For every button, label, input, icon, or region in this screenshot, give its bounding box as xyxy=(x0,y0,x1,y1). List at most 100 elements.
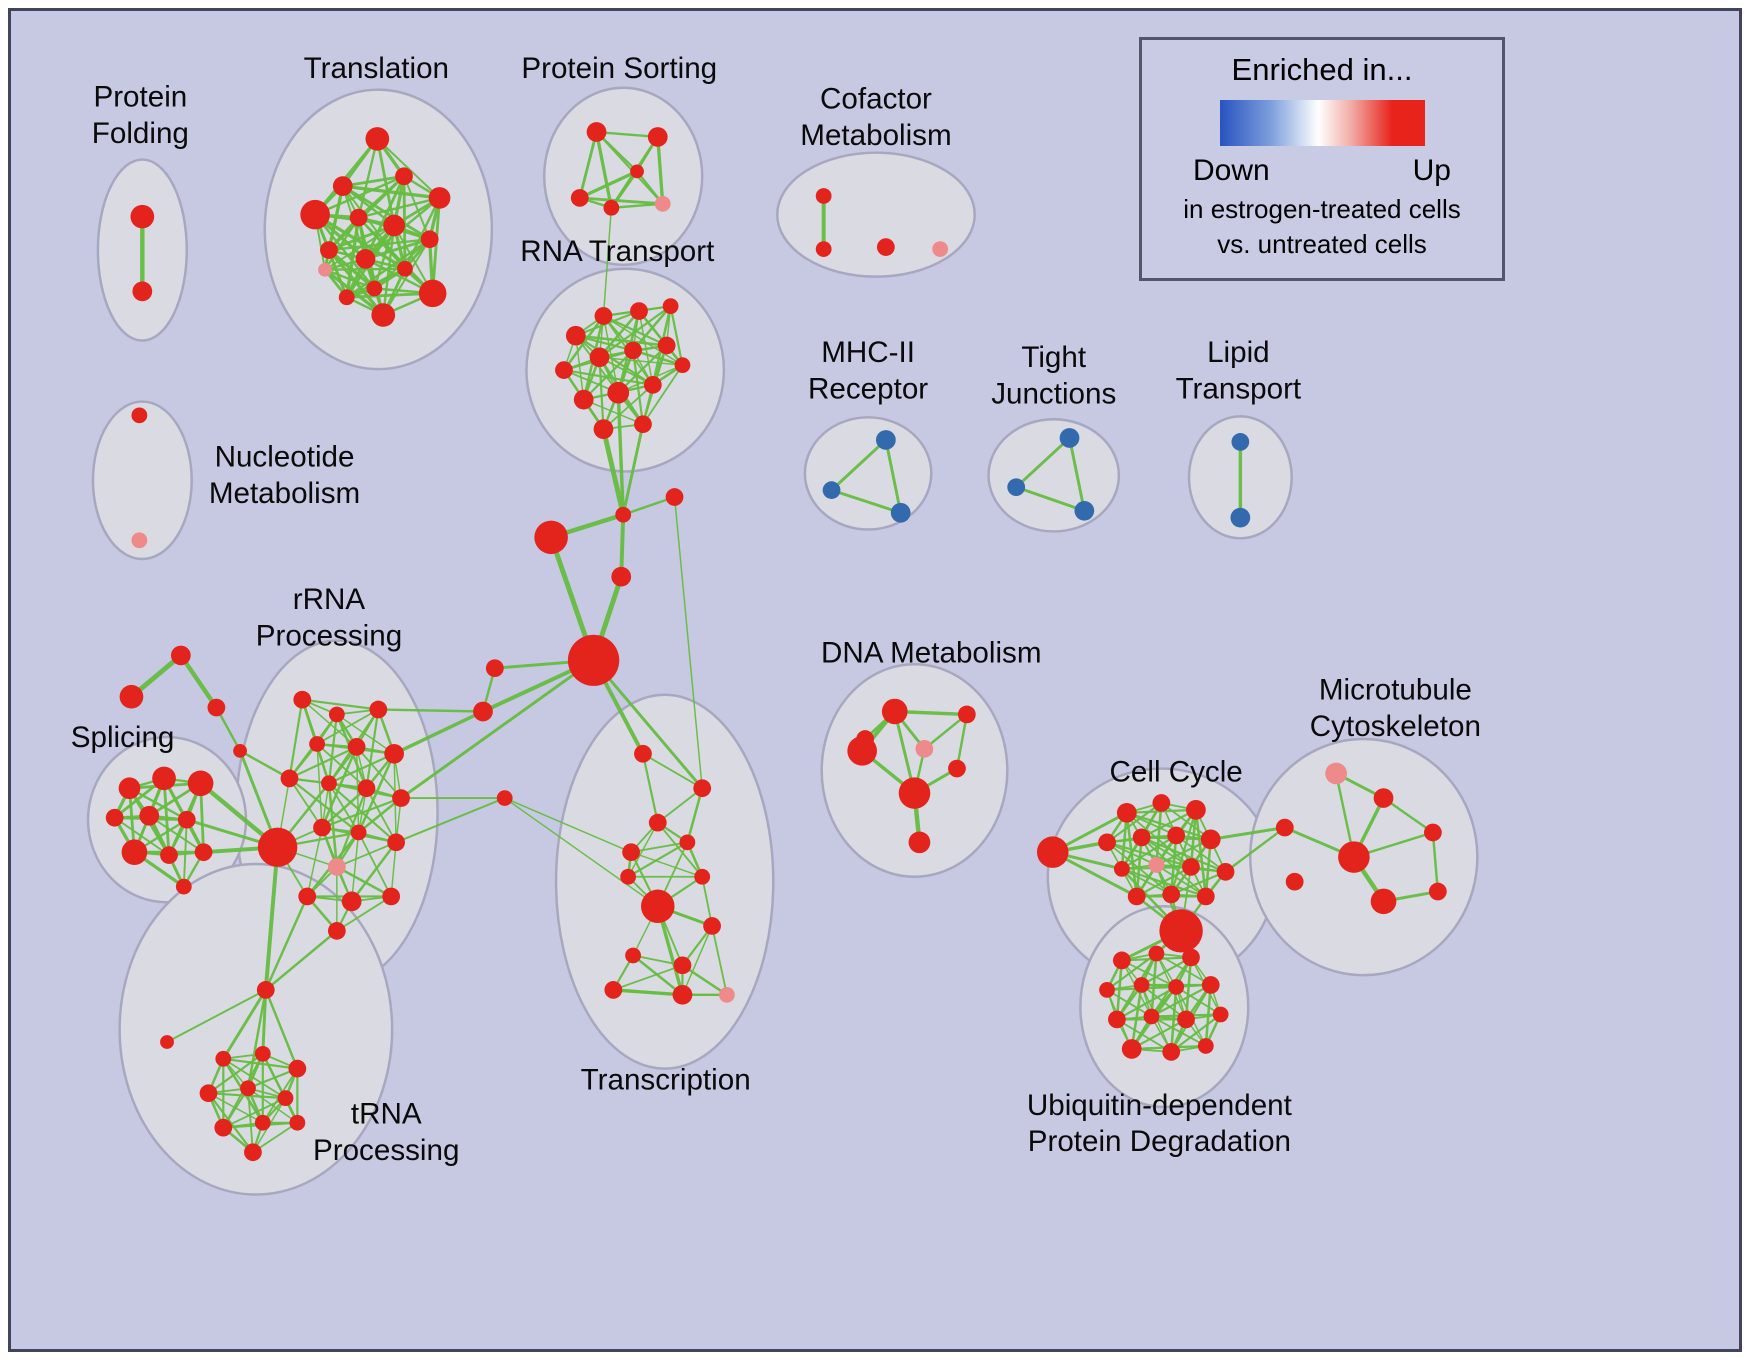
network-node-sp3 xyxy=(187,770,214,797)
network-edge xyxy=(1105,841,1193,869)
network-edge xyxy=(247,1087,299,1124)
network-edge xyxy=(503,797,632,853)
network-edge xyxy=(1170,1013,1222,1053)
network-edge xyxy=(316,743,323,829)
network-edge xyxy=(288,745,358,780)
network-node-h1 xyxy=(615,506,632,523)
network-node-tn4 xyxy=(199,1084,218,1103)
network-node-rt10 xyxy=(607,381,630,404)
cluster-label-protein-folding: Protein xyxy=(93,80,187,113)
network-node-tr16 xyxy=(366,280,383,297)
network-node-rt2 xyxy=(594,307,613,325)
network-node-sp6 xyxy=(177,810,196,829)
network-node-rr3 xyxy=(369,700,388,719)
network-node-tj3 xyxy=(1074,500,1095,521)
network-edge xyxy=(327,782,339,869)
network-node-tx5 xyxy=(679,834,696,851)
network-node-ps5 xyxy=(654,195,671,212)
network-edge xyxy=(602,383,654,431)
network-node-tj1 xyxy=(1059,428,1080,448)
legend-subtitle-line2: vs. untreated cells xyxy=(1217,229,1427,260)
network-node-rr10 xyxy=(392,789,410,807)
network-edge xyxy=(431,196,441,295)
network-node-ps3 xyxy=(570,189,589,207)
network-edge xyxy=(390,841,397,898)
network-edge xyxy=(222,1057,299,1070)
network-edge xyxy=(350,831,360,903)
network-node-mt4 xyxy=(1424,823,1442,842)
network-edge xyxy=(503,797,659,908)
network-edge xyxy=(335,895,393,932)
network-edge xyxy=(1140,836,1227,873)
network-node-sp9 xyxy=(194,843,213,862)
legend-updown-row: Down Up xyxy=(1193,154,1451,188)
network-edge xyxy=(627,841,689,878)
network-node-rr17 xyxy=(341,891,362,912)
network-edge xyxy=(598,356,684,366)
network-edge xyxy=(656,821,704,878)
network-edge xyxy=(955,713,969,770)
network-edge xyxy=(222,1097,287,1129)
network-node-rr18 xyxy=(382,887,401,906)
network-edge xyxy=(288,777,360,834)
network-edge xyxy=(313,175,406,216)
network-node-cc14 xyxy=(1162,885,1181,904)
cluster-ellipse-tight-junctions xyxy=(987,418,1121,533)
network-node-cf1 xyxy=(815,188,832,204)
network-node-rr1 xyxy=(293,690,312,709)
network-edge xyxy=(595,130,659,139)
cluster-label-cell-cycle: Cell Cycle xyxy=(1110,755,1243,788)
network-node-rr9 xyxy=(357,779,376,798)
network-node-sp8 xyxy=(160,846,178,864)
network-edge xyxy=(148,814,205,854)
network-node-ub5 xyxy=(1133,977,1150,993)
network-node-rr13 xyxy=(350,824,367,841)
network-node-tr7 xyxy=(383,214,405,237)
network-edge xyxy=(1224,826,1287,874)
cluster-label-mhc-ii-receptor: Receptor xyxy=(808,373,928,406)
network-edge xyxy=(923,713,969,751)
network-node-rr14 xyxy=(387,833,405,852)
network-edge xyxy=(641,752,659,824)
network-node-tx13 xyxy=(672,984,693,1005)
network-edge xyxy=(594,130,614,210)
network-edge xyxy=(582,398,644,425)
cluster-label-trna-processing: Processing xyxy=(313,1134,459,1167)
network-node-cc11 xyxy=(1182,858,1200,876)
network-node-sp10 xyxy=(175,878,192,895)
network-node-tn8 xyxy=(254,1114,271,1131)
network-node-tx11 xyxy=(673,956,692,975)
network-node-rr5 xyxy=(347,738,366,756)
network-node-mt1 xyxy=(1325,762,1347,785)
network-edge xyxy=(301,698,380,711)
network-edge xyxy=(327,224,396,252)
network-node-rr2 xyxy=(328,706,345,723)
network-edge xyxy=(335,865,393,898)
network-node-lt2 xyxy=(1230,507,1251,528)
network-node-tr10 xyxy=(355,249,376,269)
network-edge xyxy=(313,213,376,290)
network-edge xyxy=(178,653,219,710)
network-node-ub7 xyxy=(1201,976,1220,994)
network-node-ub3 xyxy=(1182,948,1200,967)
network-node-ps6 xyxy=(630,164,644,179)
network-edge xyxy=(264,895,309,992)
network-edge xyxy=(602,207,613,317)
network-node-ub12 xyxy=(1121,1039,1142,1059)
cluster-label-lipid-transport: Lipid xyxy=(1207,336,1270,369)
network-node-cc2 xyxy=(1116,802,1137,823)
network-edge xyxy=(207,1092,255,1154)
network-node-pf2 xyxy=(132,281,153,302)
network-edge xyxy=(681,925,713,996)
network-node-tr3 xyxy=(300,199,330,230)
network-edge xyxy=(365,708,380,790)
network-node-cc5 xyxy=(1098,833,1116,852)
cluster-label-trna-processing: tRNA xyxy=(351,1098,422,1131)
cluster-ellipse-transcription xyxy=(554,693,775,1070)
network-node-dna6 xyxy=(898,777,931,809)
cluster-ellipse-cofactor-metabolism xyxy=(776,151,976,278)
network-edge xyxy=(598,356,605,431)
network-edge xyxy=(316,708,380,745)
network-node-lt1 xyxy=(1231,433,1250,451)
